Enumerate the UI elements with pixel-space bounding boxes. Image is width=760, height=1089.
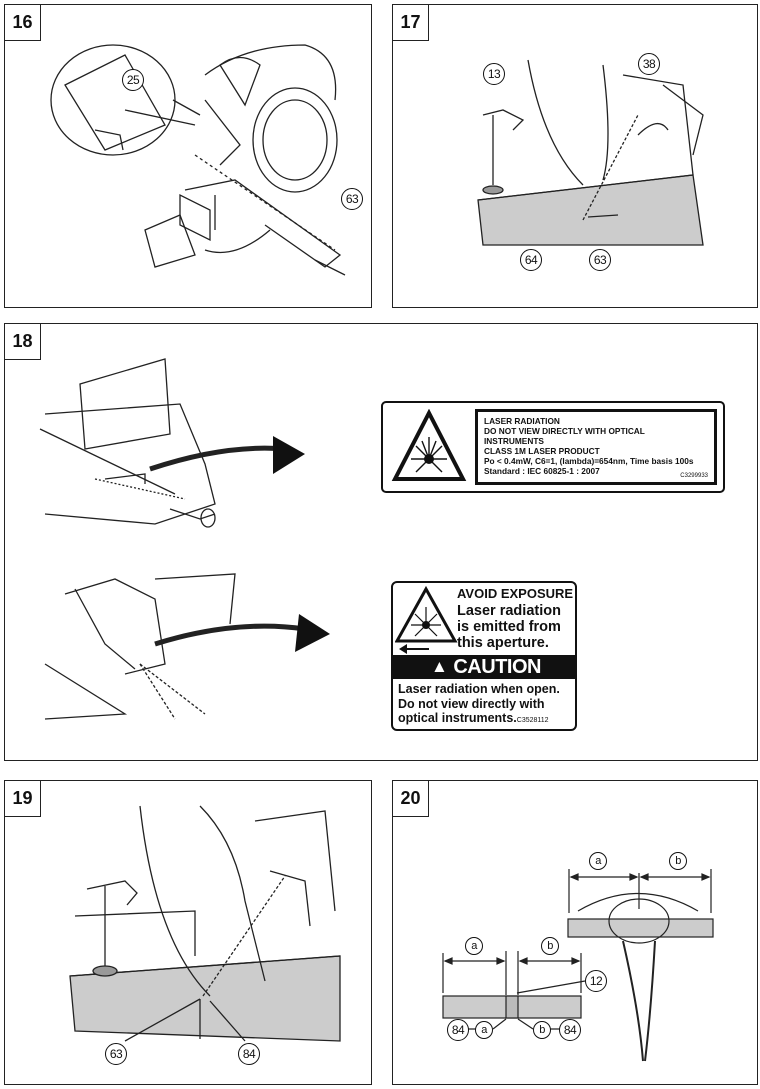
miter-saw-illustration bbox=[50, 44, 346, 276]
label-code: C3299933 bbox=[680, 473, 708, 479]
callout-a: a bbox=[475, 1021, 493, 1039]
laser-hazard-icon bbox=[391, 409, 467, 481]
laser-warning-label: LASER RADIATION DO NOT VIEW DIRECTLY WIT… bbox=[381, 401, 725, 493]
callout-a: a bbox=[589, 852, 607, 870]
callout-63: 63 bbox=[105, 1043, 127, 1065]
laser-line-illustration bbox=[69, 805, 341, 1042]
caution-aperture-text: Laser radiation is emitted from this ape… bbox=[457, 603, 561, 651]
laser-adjust-illustration bbox=[477, 59, 704, 246]
label-line: CLASS 1M LASER PRODUCT bbox=[484, 446, 600, 456]
callout-63: 63 bbox=[589, 249, 611, 271]
caution-line: Laser radiation bbox=[457, 603, 561, 619]
label-line: LASER RADIATION bbox=[484, 416, 560, 426]
caution-header: AVOID EXPOSURE bbox=[457, 586, 574, 601]
caution-body-line: optical instruments. bbox=[398, 711, 517, 725]
callout-13: 13 bbox=[483, 63, 505, 85]
label-text-box: LASER RADIATION DO NOT VIEW DIRECTLY WIT… bbox=[475, 409, 717, 485]
figure-17: 17 13 38 64 63 bbox=[392, 4, 758, 308]
caution-banner: ▲ CAUTION bbox=[393, 655, 575, 679]
caution-line: this aperture. bbox=[457, 635, 549, 651]
figure-number: 18 bbox=[5, 324, 41, 360]
label-line: DO NOT VIEW DIRECTLY WITH OPTICAL bbox=[484, 426, 645, 436]
callout-b: b bbox=[533, 1021, 551, 1039]
figure-number: 20 bbox=[393, 781, 429, 817]
figure-number: 16 bbox=[5, 5, 41, 41]
blade-alignment-diagram bbox=[442, 869, 714, 1062]
callout-25: 25 bbox=[122, 69, 144, 91]
figure-18: 18 bbox=[4, 323, 758, 761]
callout-b: b bbox=[669, 852, 687, 870]
label-locations-illustration bbox=[39, 358, 330, 720]
callout-12: 12 bbox=[585, 970, 607, 992]
label-line: INSTRUMENTS bbox=[484, 436, 544, 446]
caution-body-line: Do not view directly with bbox=[398, 696, 545, 711]
caution-line: is emitted from bbox=[457, 619, 561, 635]
warning-icon: ▲ bbox=[431, 657, 448, 676]
caution-body: Laser radiation when open. Do not view d… bbox=[398, 682, 560, 729]
figure-number: 17 bbox=[393, 5, 429, 41]
caution-banner-text: CAUTION bbox=[453, 655, 541, 678]
figure-16: 16 25 63 bbox=[4, 4, 372, 308]
figure-number: 19 bbox=[5, 781, 41, 817]
callout-84: 84 bbox=[559, 1019, 581, 1041]
caution-code: C3528112 bbox=[516, 717, 549, 724]
figure-20: 20 bbox=[392, 780, 758, 1085]
laser-hazard-icon bbox=[395, 585, 458, 654]
callout-84: 84 bbox=[238, 1043, 260, 1065]
callout-84: 84 bbox=[447, 1019, 469, 1041]
label-line: Standard : IEC 60825-1 : 2007 bbox=[484, 466, 600, 476]
callout-b: b bbox=[541, 937, 559, 955]
callout-a: a bbox=[465, 937, 483, 955]
callout-63: 63 bbox=[341, 188, 363, 210]
label-line: Po < 0.4mW, C6=1, (lambda)=654nm, Time b… bbox=[484, 456, 694, 466]
caution-body-line: Laser radiation when open. bbox=[398, 682, 560, 696]
callout-64: 64 bbox=[520, 249, 542, 271]
figure-19: 19 63 84 bbox=[4, 780, 372, 1085]
callout-38: 38 bbox=[638, 53, 660, 75]
caution-label: AVOID EXPOSURE Laser radiation is emitte… bbox=[391, 581, 577, 731]
